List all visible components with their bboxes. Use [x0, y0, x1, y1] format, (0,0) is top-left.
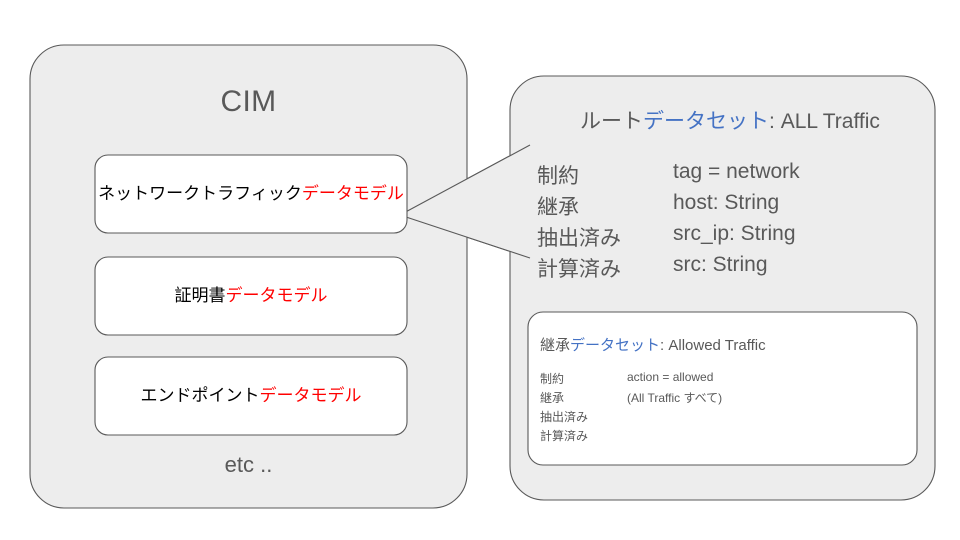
data-model-box-certificate[interactable] [94, 256, 408, 336]
root-row-value-inherited: host: String [673, 191, 780, 214]
data-model-label-accent: データモデル [301, 184, 404, 203]
data-model-label-accent: データモデル [225, 286, 328, 305]
inherited-row-value-inherited: (All Traffic すべて) [627, 391, 723, 405]
data-model-box-network-traffic[interactable] [94, 154, 408, 234]
data-model-label-prefix: ネットワークトラフィック [98, 184, 302, 203]
cim-panel-title: CIM [220, 85, 277, 118]
root-dataset-heading-prefix: ルート [580, 110, 644, 133]
inherited-dataset-heading-accent: データセット [570, 337, 661, 354]
callout-edge-top [399, 144, 531, 216]
data-model-box-endpoint[interactable] [94, 356, 408, 436]
data-model-label-prefix: 証明書 [174, 286, 226, 305]
data-model-label-accent: データモデル [259, 386, 362, 405]
inherited-dataset-heading-prefix: 継承 [540, 337, 571, 354]
root-row-value-calculated: src: String [673, 253, 768, 276]
root-dataset-heading-suffix: : ALL Traffic [769, 110, 880, 133]
data-model-label-prefix: エンドポイント [140, 386, 260, 405]
inherited-row-label-constraint: 制約 [540, 372, 565, 386]
data-model-label-network-traffic: ネットワークトラフィックデータモデル [95, 185, 407, 202]
inherited-row-value-constraint: action = allowed [627, 370, 714, 384]
inherited-dataset-box[interactable] [527, 311, 918, 466]
cim-panel-footer: etc .. [224, 452, 273, 477]
inherited-row-label-calculated: 計算済み [540, 429, 589, 443]
root-row-label-calculated: 計算済み [537, 258, 621, 281]
callout-edge-bottom [399, 214, 531, 259]
data-model-label-certificate: 証明書データモデル [95, 287, 407, 304]
root-dataset-heading-accent: データセット [643, 110, 770, 133]
callout-pointer-seam [400, 146, 528, 257]
root-row-value-constraint: tag = network [673, 160, 800, 183]
inherited-dataset-heading: 継承データセット: Allowed Traffic [540, 334, 766, 355]
inherited-row-label-inherited: 継承 [540, 391, 565, 405]
inherited-dataset-heading-suffix: : Allowed Traffic [660, 337, 766, 354]
inherited-row-label-extracted: 抽出済み [540, 410, 589, 424]
root-row-value-extracted: src_ip: String [673, 222, 796, 245]
data-model-label-endpoint: エンドポイントデータモデル [95, 387, 407, 404]
root-row-label-constraint: 制約 [537, 165, 579, 188]
root-row-label-inherited: 継承 [537, 196, 579, 219]
root-dataset-heading: ルートデータセット: ALL Traffic [530, 105, 930, 135]
root-row-label-extracted: 抽出済み [537, 227, 621, 250]
